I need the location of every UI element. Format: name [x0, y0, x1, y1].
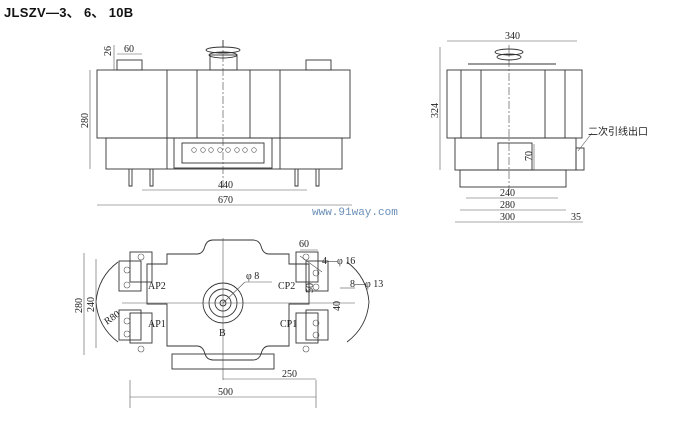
dim-40: 40 [332, 301, 343, 311]
dim-280: 280 [500, 200, 515, 211]
model-title: JLSZV—3、 6、 10B [4, 5, 134, 20]
dim-440: 440 [218, 180, 233, 191]
dim-240: 240 [500, 188, 515, 199]
dim-500: 500 [218, 387, 233, 398]
terminal-block [191, 147, 257, 153]
dim-60: 60 [124, 44, 134, 55]
dim-340: 340 [505, 31, 520, 42]
dim-300: 300 [500, 212, 515, 223]
dim-26: 26 [103, 46, 114, 56]
dim-250: 250 [282, 369, 297, 380]
side-view: 340 324 70 240 280 300 35 二次引线出口 [430, 31, 648, 223]
phi8-label: φ 8 [246, 271, 259, 282]
watermark: www.91way.com [312, 207, 398, 219]
dim-70: 70 [524, 151, 535, 161]
cp1-label: CP1 [280, 319, 297, 330]
dim-35: 35 [571, 212, 581, 223]
hole-8-phi13: 8—φ 13 [350, 279, 383, 290]
cp2-label: CP2 [278, 281, 295, 292]
dim-324: 324 [430, 103, 441, 118]
dim-670: 670 [218, 195, 233, 206]
dim-280: 280 [74, 298, 85, 313]
top-view: 60 4—φ 16 8—φ 13 φ 8 50 40 280 240 R80 A… [74, 238, 383, 408]
secondary-outlet-label: 二次引线出口 [588, 125, 648, 138]
dim-280: 280 [80, 113, 91, 128]
hole-4-phi16: 4—φ 16 [322, 256, 355, 267]
ap1-label: AP1 [148, 319, 166, 330]
front-view: 26 60 280 440 670 [80, 40, 352, 206]
b-label: B [219, 328, 226, 339]
dim-240: 240 [86, 297, 97, 312]
ap2-label: AP2 [148, 281, 166, 292]
dim-50: 50 [305, 283, 316, 293]
dim-60: 60 [299, 239, 309, 250]
